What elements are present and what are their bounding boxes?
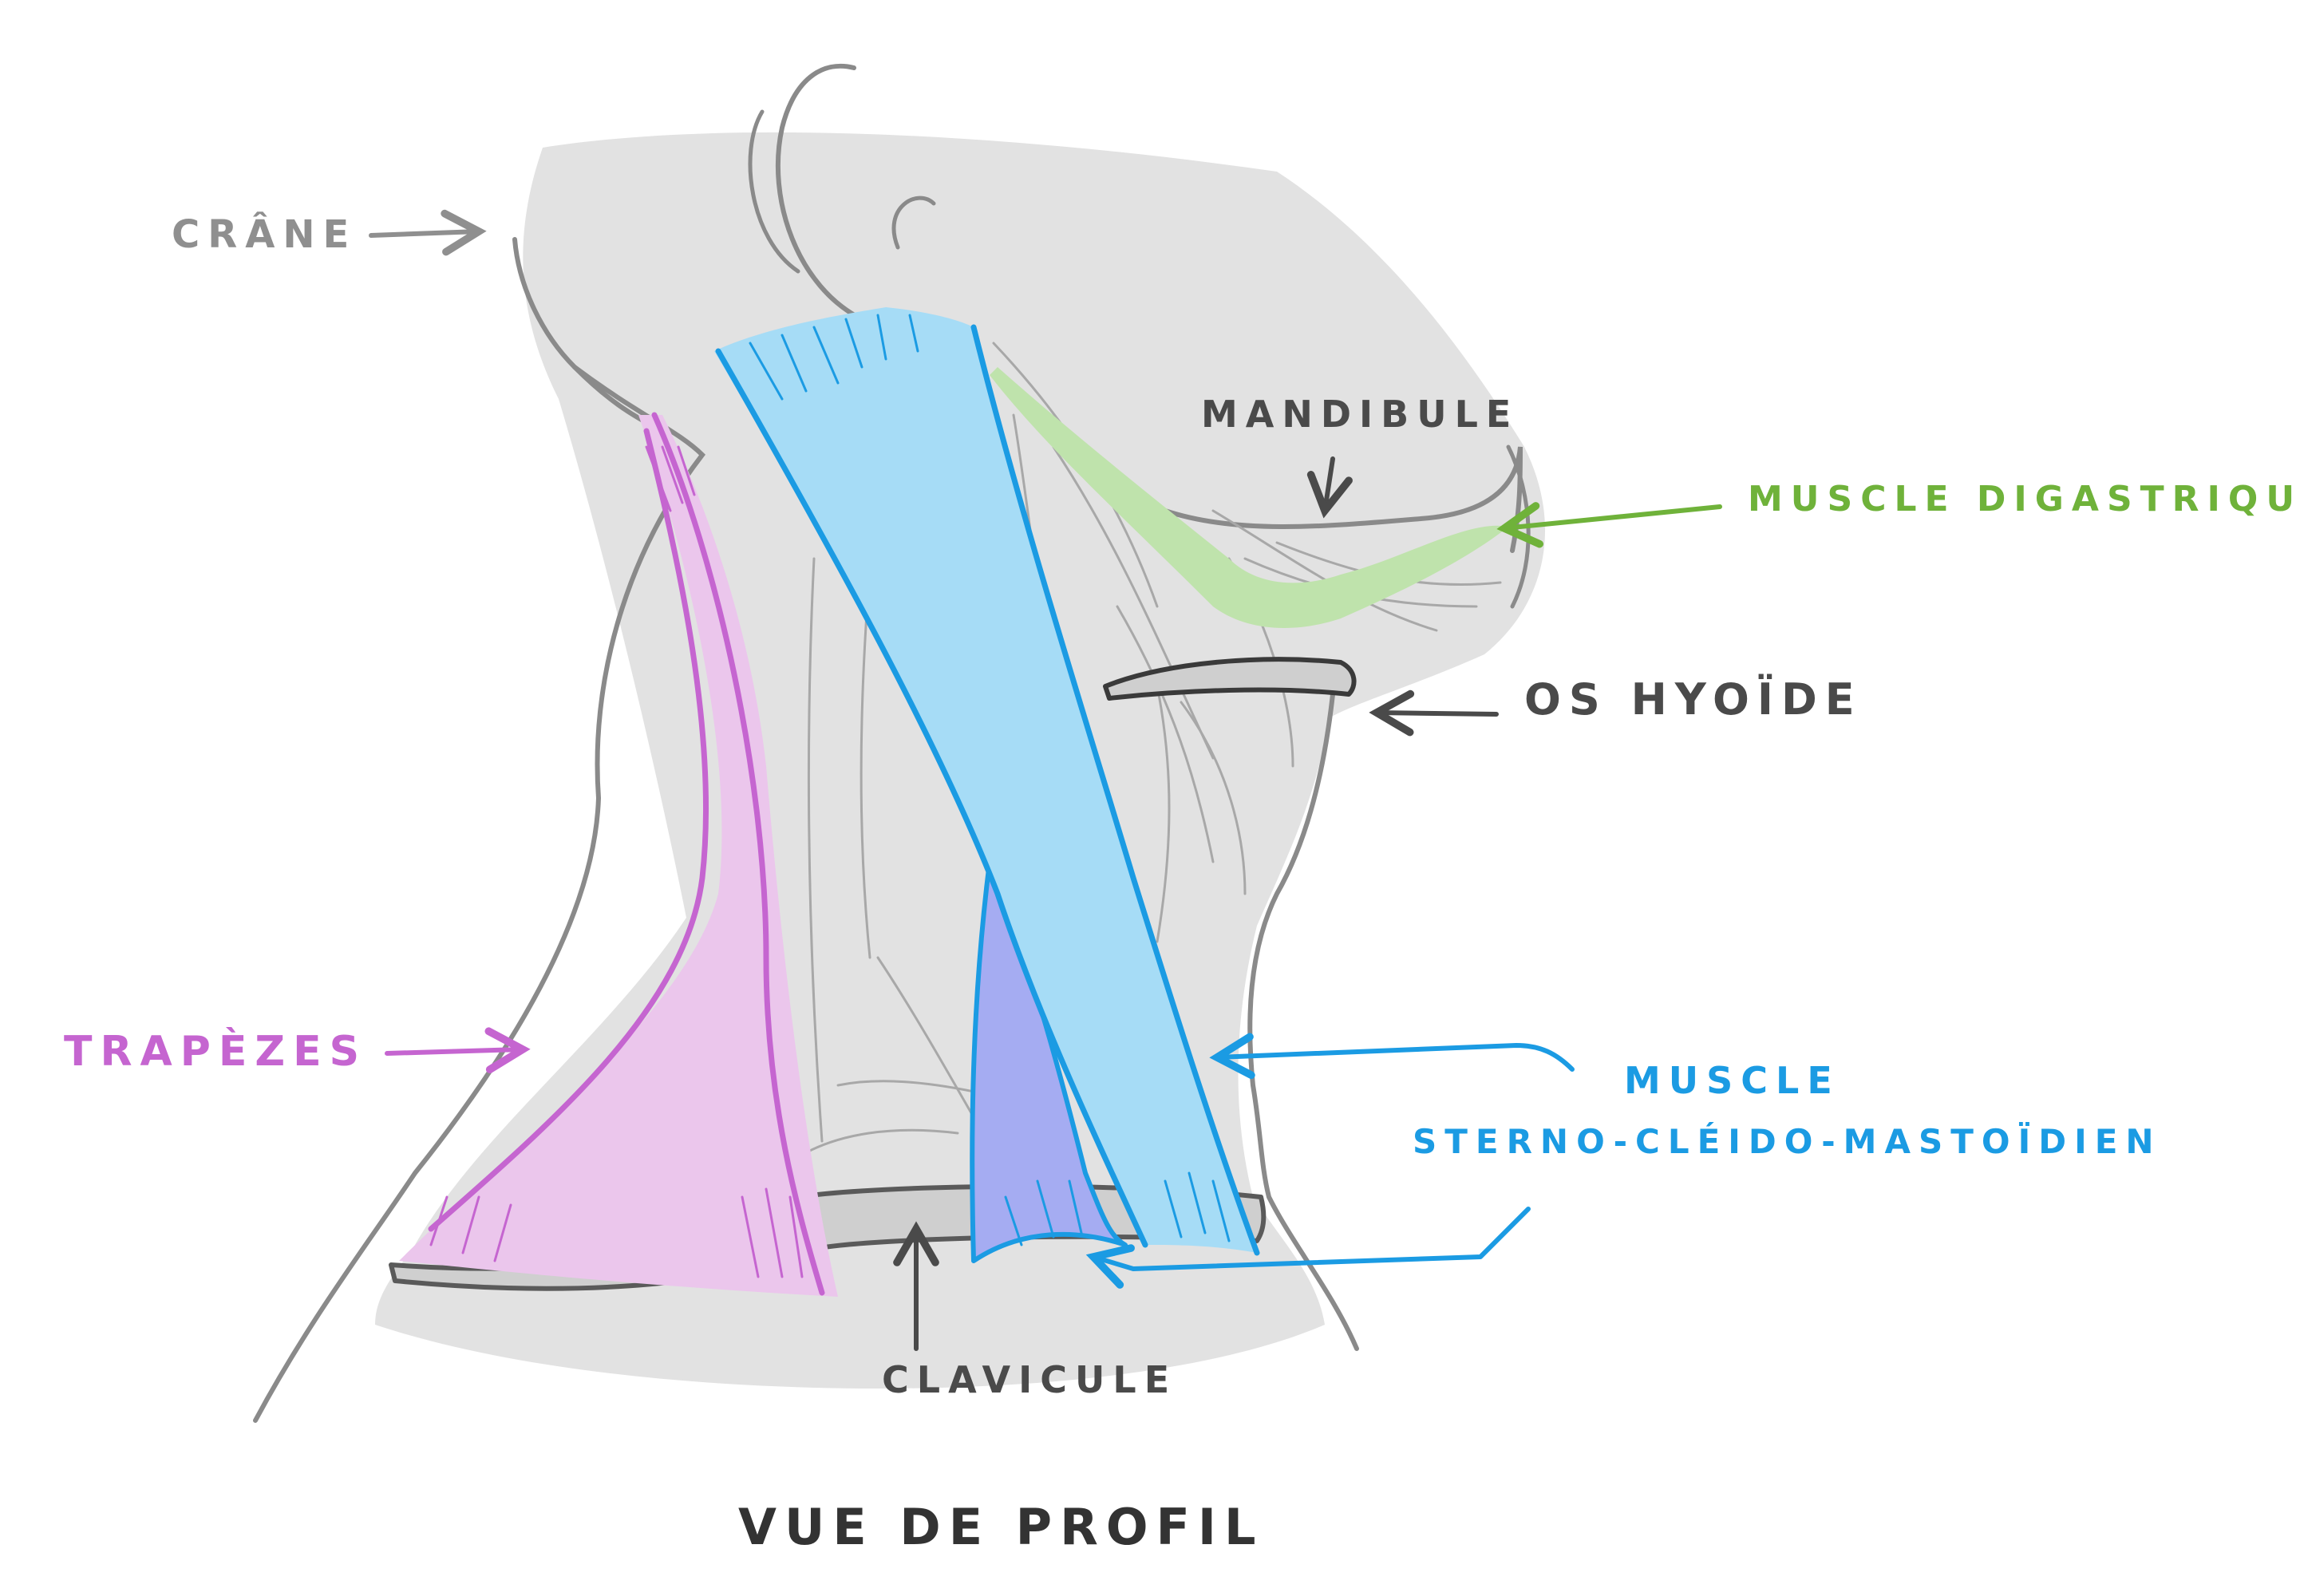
nape-outline	[253, 365, 705, 1423]
label-crane: CRÂNE	[172, 211, 357, 257]
label-digastrique: MUSCLE DIGASTRIQUE	[1748, 479, 2300, 519]
hyoid-bone	[1103, 657, 1357, 701]
caption: VUE DE PROFIL	[738, 1498, 1263, 1556]
arrow-hyoide	[1369, 689, 1499, 737]
jaw-outline	[1163, 446, 1523, 553]
arrow-mandibule	[1306, 456, 1353, 519]
arrow-digastrique	[1496, 502, 1722, 548]
scm-outline-front	[970, 324, 1260, 1256]
label-scm-line1: MUSCLE	[1624, 1059, 1840, 1102]
ear-outline	[775, 63, 864, 322]
trapezius-outline-back	[428, 428, 709, 1232]
scm-clavicular-head	[970, 859, 1128, 1263]
digastric-muscle	[990, 367, 1508, 628]
arrow-crane	[369, 209, 487, 256]
label-trapezes: TRAPÈZES	[64, 1027, 367, 1076]
label-mandibule: MANDIBULE	[1201, 393, 1519, 436]
label-hyoide: OS HYOÏDE	[1524, 674, 1863, 725]
ear-inner	[748, 109, 800, 274]
arrow-scm-upper	[1209, 1033, 1575, 1080]
trapezius-outline-front	[651, 412, 825, 1296]
arrow-scm-lower	[1085, 1207, 1531, 1289]
scm-outline-back	[715, 348, 1148, 1248]
arrow-trapezes	[385, 1027, 531, 1074]
scm-muscle	[714, 307, 1257, 1253]
label-scm-line2: STERNO-CLÉIDO-MASTOÏDIEN	[1413, 1121, 2162, 1161]
trapezius-fibers	[429, 445, 804, 1278]
scm-fibers	[749, 314, 1231, 1246]
label-clavicule: CLAVICULE	[882, 1358, 1177, 1401]
ear-lobe	[891, 196, 936, 250]
